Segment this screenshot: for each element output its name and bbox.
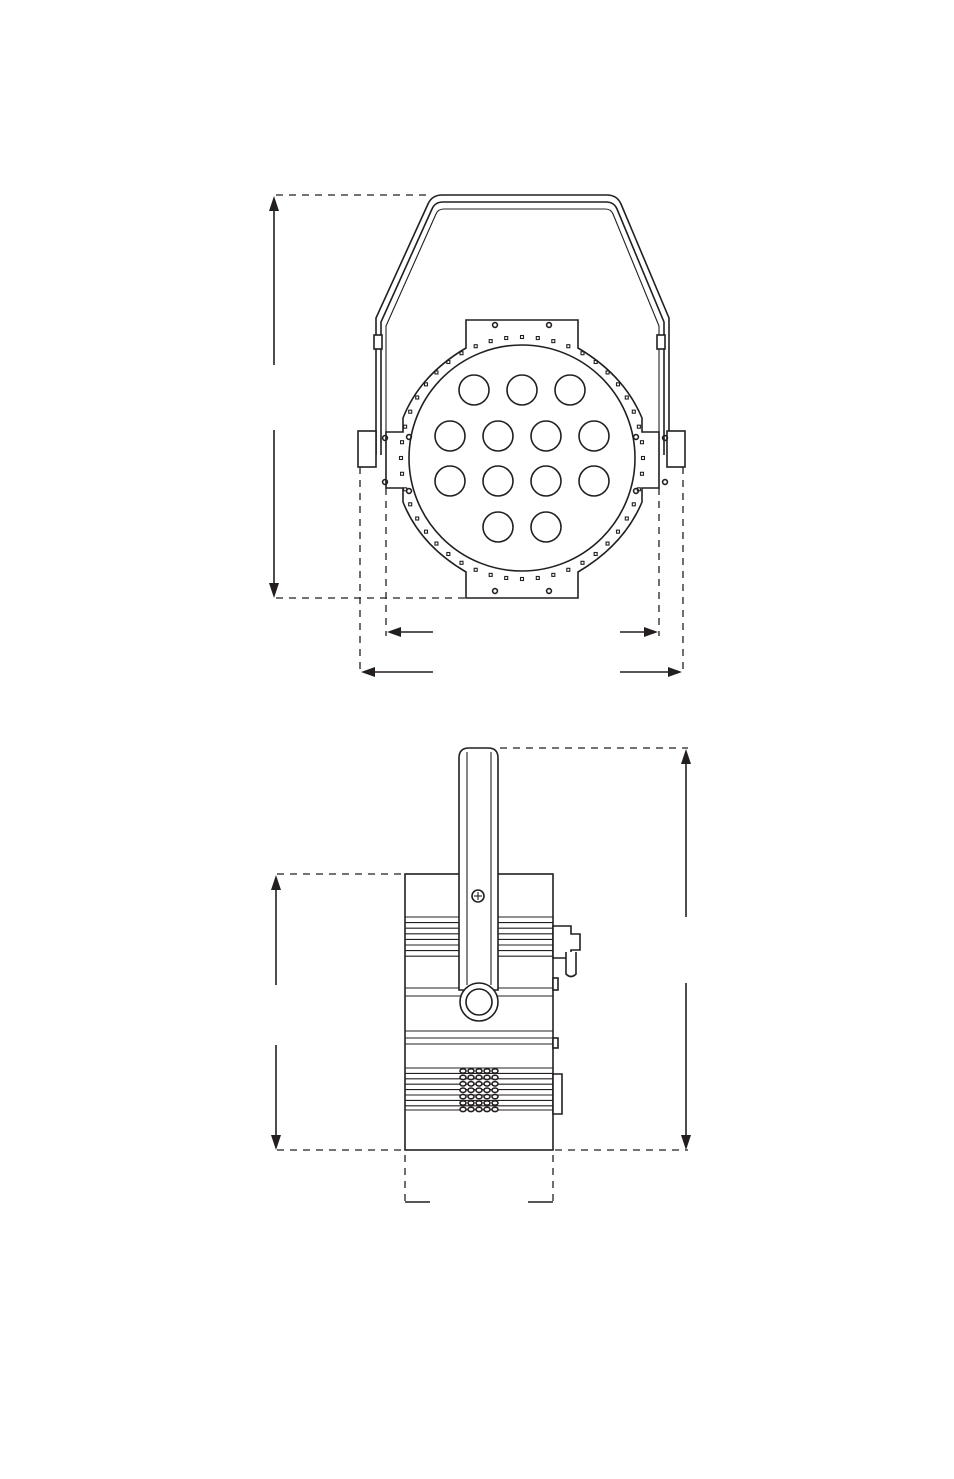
vent-hole [468, 1075, 474, 1079]
vent-hole [492, 1075, 498, 1079]
vent-hole [492, 1088, 498, 1092]
vent-hole [468, 1069, 474, 1073]
arrow-head-left [361, 667, 375, 677]
vent-hole [460, 1094, 466, 1098]
vent-hole [460, 1107, 466, 1111]
vent-hole [476, 1094, 482, 1098]
vent-hole [484, 1069, 490, 1073]
side-view [271, 748, 691, 1203]
yoke-knob-left [358, 431, 376, 467]
vent-hole [484, 1082, 490, 1086]
side-depth-dimension [405, 1155, 553, 1203]
yoke-clip-right [657, 335, 665, 349]
vent-hole [492, 1107, 498, 1111]
yoke-knob [460, 983, 498, 1021]
arrow-head-down [681, 1135, 691, 1150]
arrow-head-down [271, 1135, 281, 1150]
front-view [269, 195, 685, 677]
vent-hole [476, 1075, 482, 1079]
vent-hole [484, 1094, 490, 1098]
arrow-head-up [681, 749, 691, 764]
vent-hole [476, 1088, 482, 1092]
vent-hole [468, 1094, 474, 1098]
yoke-knob-right [667, 431, 685, 467]
front-plate [386, 320, 659, 598]
vent-hole [492, 1069, 498, 1073]
vent-hole [468, 1101, 474, 1105]
vent-hole [476, 1082, 482, 1086]
yoke-clip-left [374, 335, 382, 349]
arrow-head-right [644, 627, 658, 637]
mounting-hole [383, 436, 388, 441]
vent-hole [484, 1101, 490, 1105]
arrow-head-right [668, 667, 682, 677]
mounting-hole [663, 436, 668, 441]
vent-hole [468, 1107, 474, 1111]
side-height-dimension [271, 874, 405, 1150]
arrow-head-up [269, 196, 279, 211]
vent-hole [460, 1069, 466, 1073]
arrow-head-left [387, 627, 401, 637]
vent-grid [460, 1069, 498, 1112]
yoke-arm [459, 748, 498, 990]
mounting-hole [663, 480, 668, 485]
vent-hole [476, 1101, 482, 1105]
vent-hole [460, 1101, 466, 1105]
rear-connectors [553, 926, 580, 1114]
vent-hole [460, 1075, 466, 1079]
connector-tab [553, 1038, 558, 1048]
vent-hole [484, 1107, 490, 1111]
arrow-head-down [269, 583, 279, 598]
vent-hole [468, 1082, 474, 1086]
vent-hole [492, 1101, 498, 1105]
connector-latch [566, 952, 576, 977]
vent-hole [492, 1082, 498, 1086]
mounting-hole [383, 480, 388, 485]
connector-lower [553, 1074, 562, 1114]
arrow-head-up [271, 875, 281, 890]
connector-tab [553, 978, 558, 990]
vent-hole [484, 1088, 490, 1092]
vent-hole [468, 1088, 474, 1092]
vent-hole [476, 1107, 482, 1111]
vent-hole [484, 1075, 490, 1079]
vent-hole [492, 1094, 498, 1098]
vent-hole [460, 1082, 466, 1086]
vent-hole [460, 1088, 466, 1092]
vent-hole [476, 1069, 482, 1073]
